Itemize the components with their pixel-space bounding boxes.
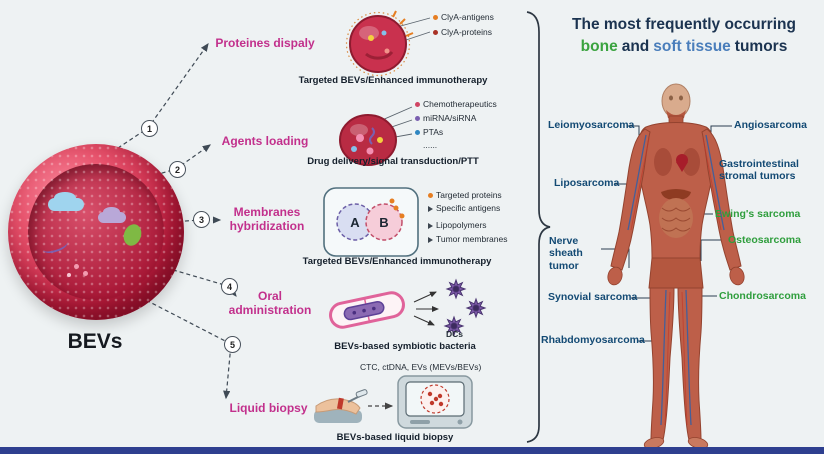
row1-label: Proteines dispaly: [215, 36, 315, 50]
bottom-accent-bar: [0, 447, 824, 454]
tumor-label-leiomyosarcoma: Leiomyosarcoma: [548, 119, 635, 131]
tumor-label-liposarcoma: Liposarcoma: [554, 177, 620, 189]
row3-annotation-1: Targeted proteins: [428, 191, 502, 200]
row1-annotation-1: ClyA-antigens: [433, 13, 494, 22]
cargo-cloud-purple: [98, 206, 126, 223]
title-word-tumors: tumors: [734, 38, 788, 55]
arrow-icon: [428, 236, 433, 243]
human-anatomy-figure: [607, 83, 745, 449]
curly-brace: [526, 11, 551, 443]
tumor-label-rhabdomyosarcoma: Rhabdomyosarcoma: [541, 334, 645, 346]
row5-label: Liquid biopsy: [229, 401, 308, 415]
row3-annotation-3: Lipopolymers: [428, 221, 487, 230]
tumor-label-nerve-sheath-tumor: Nerve sheath tumor: [549, 235, 583, 272]
cargo-dot: [83, 271, 88, 276]
svg-text:A: A: [350, 215, 360, 230]
row2-annotation-3: PTAs: [415, 128, 443, 137]
title-word-soft-tissue: soft tissue: [653, 38, 731, 55]
row2-annotation-4: ......: [423, 140, 438, 150]
row3-hybrid-membrane-icon: A B: [323, 187, 419, 257]
row2-annotation-2: miRNA/siRNA: [415, 114, 476, 123]
arrow-step-5: [139, 296, 232, 400]
row3-annotation-4: Tumor membranes: [428, 235, 507, 244]
row2-caption: Drug delivery/signal transduction/PTT: [307, 156, 479, 167]
arrow-icon: [428, 222, 433, 229]
tumor-label-gastrointestinal-stromal-tumors: Gastrointestinal stromal tumors: [719, 158, 799, 183]
step-badge-5: 5: [224, 336, 241, 353]
tumor-label-ewings-sarcoma: Ewing's sarcoma: [715, 208, 801, 220]
row1-caption: Targeted BEVs/Enhanced immunotherapy: [298, 75, 488, 86]
tumor-label-angiosarcoma: Angiosarcoma: [734, 119, 807, 131]
tumor-label-osteosarcoma: Osteosarcoma: [728, 234, 801, 246]
step-badge-1: 1: [141, 120, 158, 137]
dendritic-cells: [443, 278, 487, 337]
row5-annotation-1: CTC, ctDNA, EVs (MEVs/BEVs): [360, 362, 482, 372]
protein-dot-icon: [433, 30, 438, 36]
chemo-dot-icon: [415, 102, 420, 108]
step-badge-4: 4: [221, 278, 238, 295]
right-title-line1: The most frequently occurring: [572, 16, 796, 33]
step-badge-3: 3: [193, 211, 210, 228]
arrow-step-1: [111, 43, 209, 153]
row4-caption: BEVs-based symbiotic bacteria: [334, 341, 476, 352]
row4-label: Oral administration: [228, 289, 312, 318]
row1-annotation-2: ClyA-proteins: [433, 28, 492, 37]
pta-dot-icon: [415, 130, 420, 136]
tumor-label-synovial-sarcoma: Synovial sarcoma: [548, 291, 638, 303]
tumor-label-chondrosarcoma: Chondrosarcoma: [719, 290, 806, 302]
row4-dcs-label: DCs: [446, 329, 464, 339]
title-word-bone: bone: [580, 38, 618, 55]
row3-annotation-2: Specific antigens: [428, 204, 500, 213]
cargo-cloud-blue: [48, 191, 84, 211]
row5-caption: BEVs-based liquid biopsy: [336, 432, 454, 443]
row4-capsule-bacteria-icon: [329, 278, 487, 337]
rna-dot-icon: [415, 116, 420, 122]
row5-liquid-biopsy-icon: [314, 375, 473, 429]
bev-title: BEVs: [67, 330, 123, 353]
row2-annotation-1: Chemotherapeutics: [415, 100, 497, 109]
cargo-dot: [74, 264, 79, 269]
targeted-protein-dot-icon: [428, 193, 433, 199]
svg-text:B: B: [379, 215, 388, 230]
row3-caption: Targeted BEVs/Enhanced immunotherapy: [302, 256, 492, 267]
title-word-and: and: [621, 38, 650, 55]
arrow-icon: [428, 205, 433, 212]
row2-label: Agents loading: [221, 134, 309, 148]
antigen-dot-icon: [433, 15, 438, 21]
row1-vesicle-icon: [345, 10, 414, 77]
cargo-rna-squiggle: [40, 236, 70, 256]
row3-label: Membranes hybridization: [229, 205, 305, 234]
cargo-dot: [67, 273, 71, 277]
bev-sphere: [8, 144, 184, 320]
cargo-protein-green: [120, 221, 145, 249]
step-badge-2: 2: [169, 161, 186, 178]
